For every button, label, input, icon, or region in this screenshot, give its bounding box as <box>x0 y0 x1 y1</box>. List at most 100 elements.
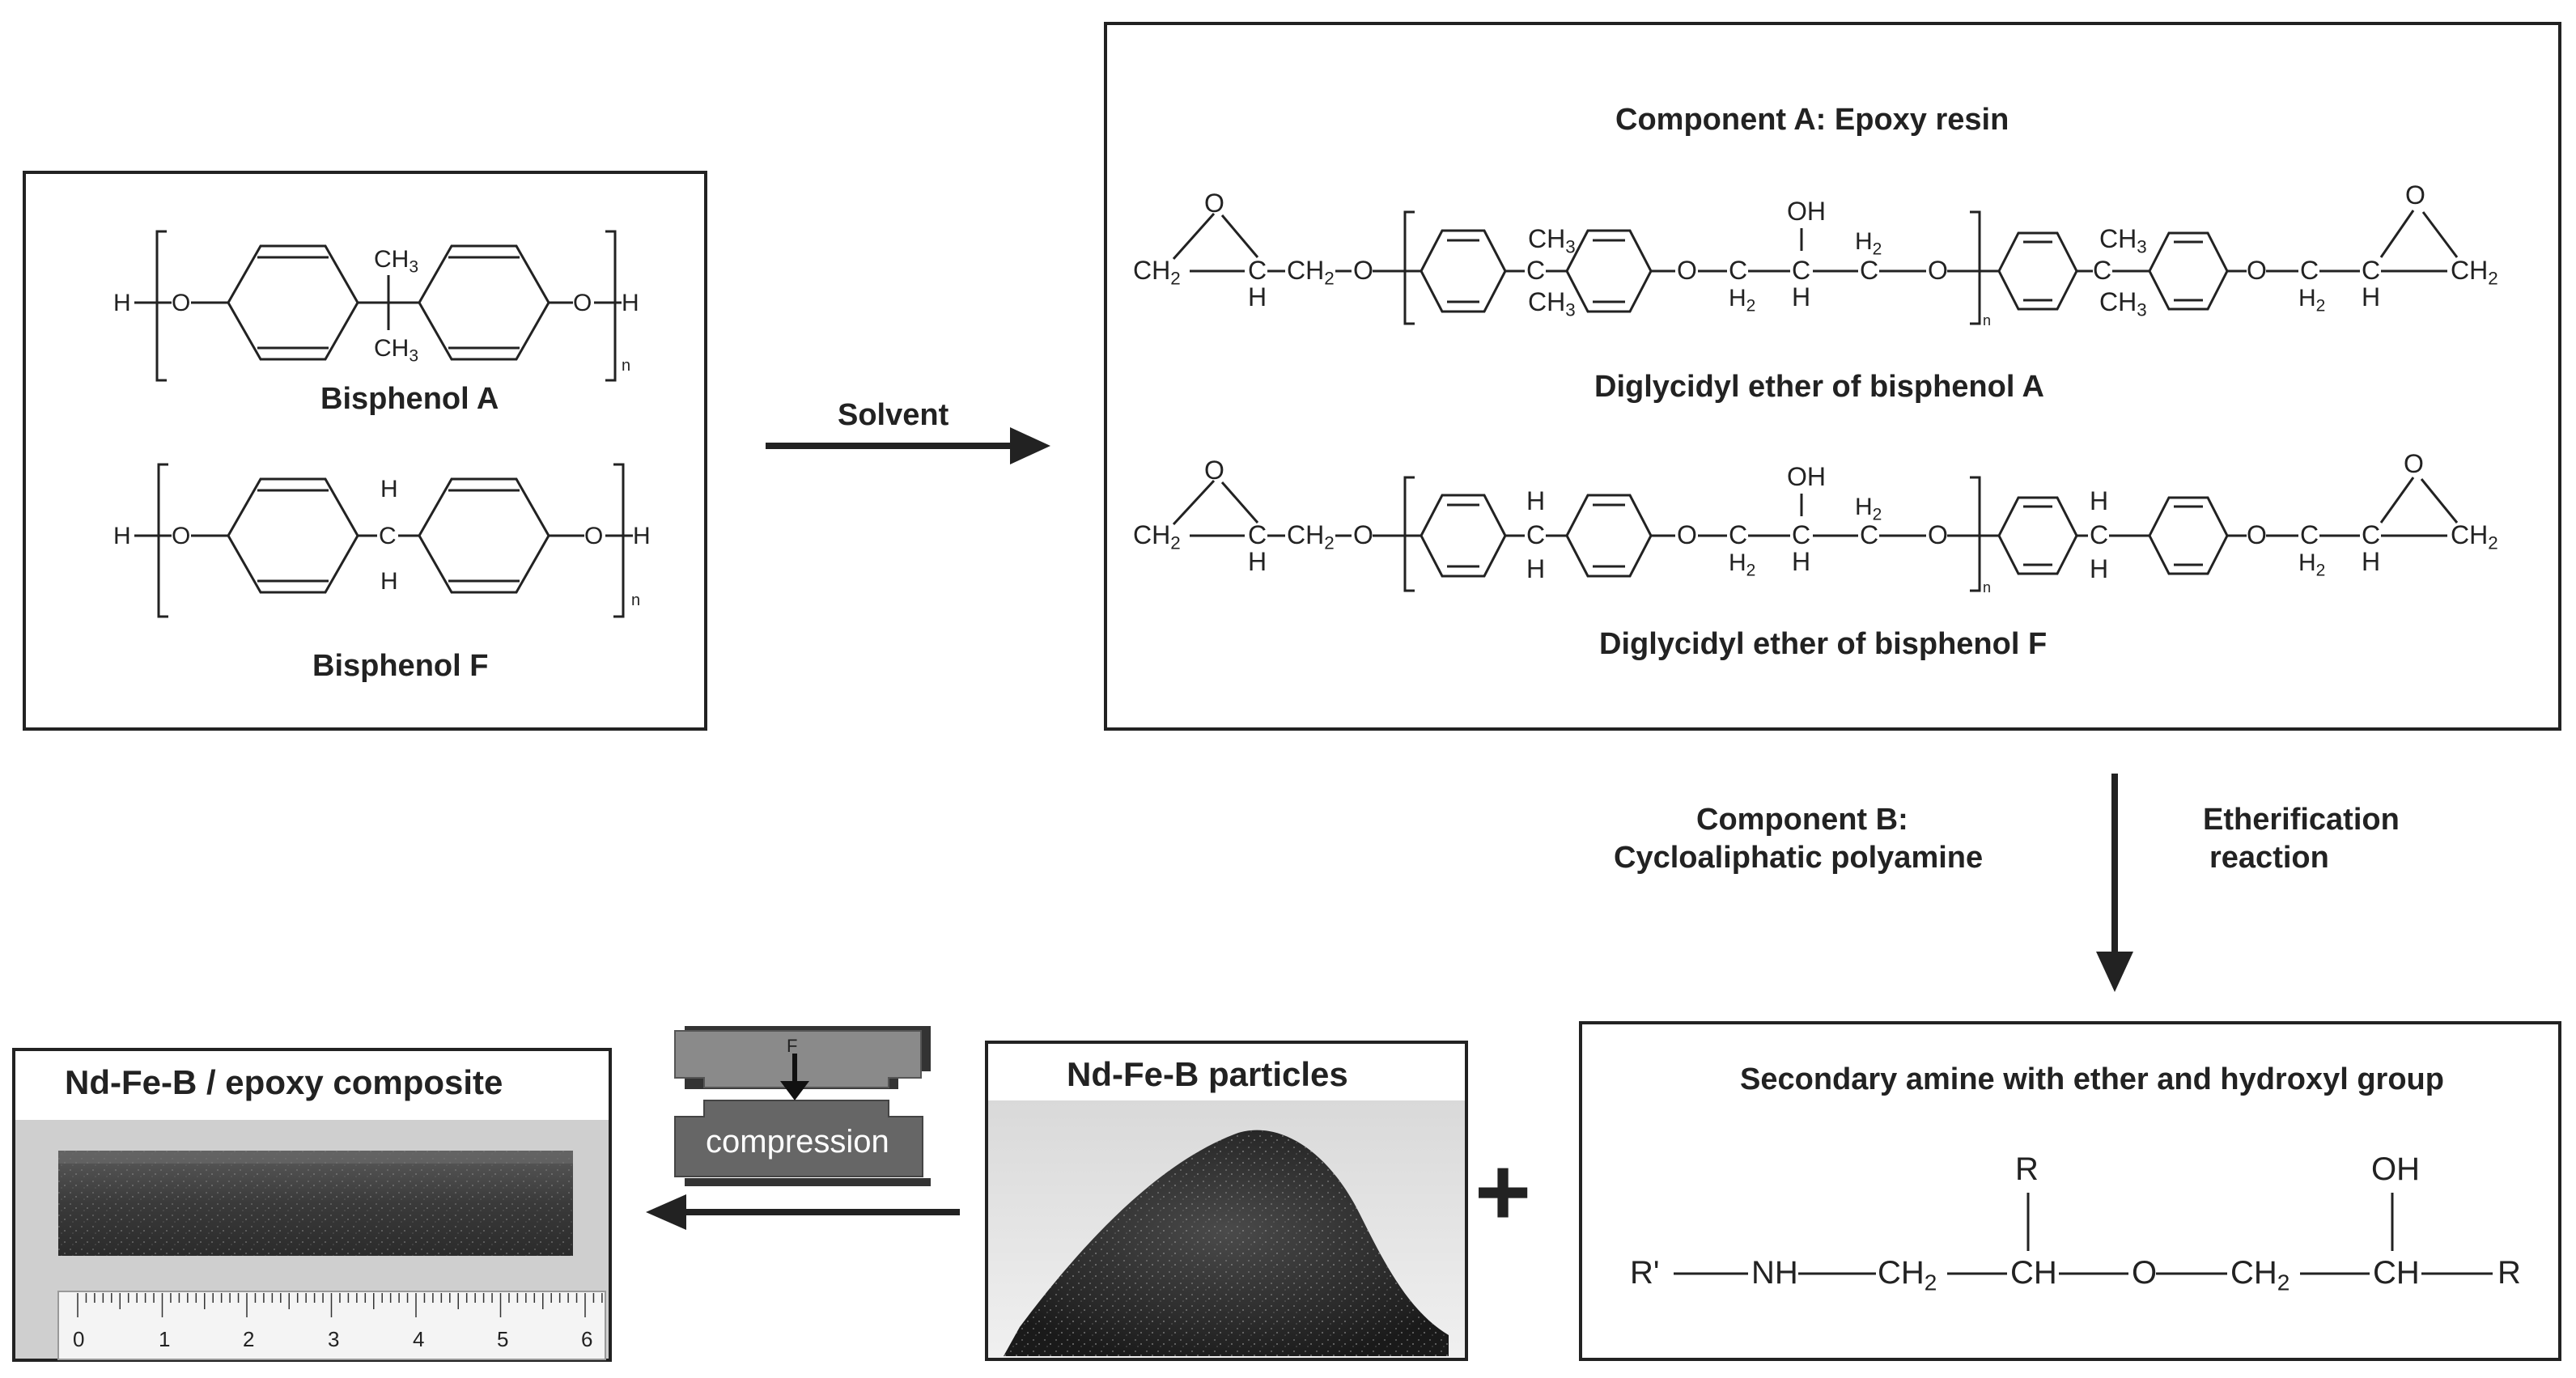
svg-text:H: H <box>622 290 639 316</box>
svg-text:5: 5 <box>497 1327 508 1351</box>
dgeba-structure: CH2 O C H CH2 O C CH3 CH3 O <box>1133 180 2498 329</box>
svg-text:Component B:: Component B: <box>1696 803 1908 837</box>
svg-text:C: C <box>2362 256 2380 285</box>
svg-text:O: O <box>172 523 190 549</box>
svg-text:H: H <box>1248 282 1267 312</box>
bisphenol-f-label: Bisphenol F <box>312 649 488 683</box>
svg-text:C: C <box>2090 520 2108 549</box>
secondary-amine-title: Secondary amine with ether and hydroxyl … <box>1740 1062 2444 1096</box>
svg-text:O: O <box>2404 449 2424 478</box>
force-label: F <box>787 1036 797 1056</box>
svg-text:C: C <box>1860 256 1878 285</box>
svg-text:6: 6 <box>581 1327 592 1351</box>
svg-text:Cycloaliphatic polyamine: Cycloaliphatic polyamine <box>1614 841 1983 875</box>
bisphenols-box: H O CH3 CH3 O H n Bisphenol A H <box>23 171 707 731</box>
svg-text:H: H <box>1792 547 1810 576</box>
dgebf-label: Diglycidyl ether of bisphenol F <box>1599 627 2047 661</box>
compression-press-icon: F compression <box>674 1026 931 1186</box>
secondary-amine-box: Secondary amine with ether and hydroxyl … <box>1579 1021 2561 1361</box>
svg-text:C: C <box>2093 256 2111 285</box>
svg-text:C: C <box>1792 256 1810 285</box>
compression-label: compression <box>706 1124 889 1160</box>
svg-text:CH2: CH2 <box>2451 256 2498 289</box>
svg-text:O: O <box>1204 456 1224 485</box>
svg-text:C: C <box>1248 520 1267 549</box>
particles-title: Nd-Fe-B particles <box>1067 1055 1348 1093</box>
particles-panel: Nd-Fe-B particles <box>985 1041 1468 1361</box>
svg-text:H: H <box>1526 486 1545 515</box>
svg-text:n: n <box>1983 312 1991 329</box>
solvent-arrow: Solvent <box>766 398 1050 464</box>
svg-text:H2: H2 <box>1855 494 1882 524</box>
svg-text:O: O <box>1353 256 1373 285</box>
svg-text:O: O <box>172 290 190 316</box>
svg-text:O: O <box>2247 520 2267 549</box>
svg-text:C: C <box>1729 256 1747 285</box>
svg-text:OH: OH <box>1787 197 1826 226</box>
svg-text:O: O <box>1928 256 1948 285</box>
svg-text:H: H <box>2362 547 2380 576</box>
dgeba-label: Diglycidyl ether of bisphenol A <box>1594 370 2044 404</box>
svg-text:C: C <box>2362 520 2380 549</box>
svg-text:H: H <box>113 523 131 549</box>
svg-text:CH2: CH2 <box>2230 1255 2290 1295</box>
svg-text:2: 2 <box>243 1327 254 1351</box>
component-a-title: Component A: Epoxy resin <box>1615 103 2009 137</box>
svg-text:O: O <box>584 523 603 549</box>
svg-text:4: 4 <box>413 1327 424 1351</box>
svg-text:O: O <box>573 290 592 316</box>
svg-text:CH: CH <box>2010 1255 2057 1291</box>
svg-text:reaction: reaction <box>2209 841 2329 875</box>
svg-text:1: 1 <box>159 1327 170 1351</box>
solvent-label: Solvent <box>838 398 949 432</box>
svg-text:O: O <box>1204 189 1224 218</box>
svg-text:CH2: CH2 <box>1878 1255 1937 1295</box>
svg-text:n: n <box>1983 579 1991 596</box>
composite-title: Nd-Fe-B / epoxy composite <box>65 1063 503 1101</box>
svg-text:R: R <box>2015 1151 2039 1187</box>
svg-text:C: C <box>1526 256 1545 285</box>
compression-arrow <box>646 1194 960 1230</box>
svg-text:0: 0 <box>73 1327 84 1351</box>
svg-text:C: C <box>1860 520 1878 549</box>
svg-text:H: H <box>2362 282 2380 312</box>
svg-text:n: n <box>622 357 630 375</box>
svg-text:O: O <box>2405 180 2425 210</box>
svg-text:C: C <box>1729 520 1747 549</box>
svg-text:H: H <box>380 476 398 502</box>
svg-text:O: O <box>1677 256 1697 285</box>
svg-text:C: C <box>1792 520 1810 549</box>
svg-text:R: R <box>2497 1255 2521 1291</box>
composite-panel: Nd-Fe-B / epoxy composite 0 1 2 3 4 5 6 <box>12 1048 612 1362</box>
svg-text:CH: CH <box>2373 1255 2420 1291</box>
component-b-label: Component B: Cycloaliphatic polyamine <box>1614 803 1983 875</box>
bisphenol-f-structure: H O C H H O H n <box>113 463 651 618</box>
bisphenol-a-label: Bisphenol A <box>320 382 499 416</box>
etherification-label: Etherification reaction <box>2203 803 2400 875</box>
svg-text:C: C <box>379 523 397 549</box>
svg-text:CH2: CH2 <box>1133 256 1181 289</box>
plus-sign: + <box>1475 1138 1531 1246</box>
svg-text:H: H <box>113 290 131 316</box>
svg-text:O: O <box>1677 520 1697 549</box>
ruler: 0 1 2 3 4 5 6 <box>57 1291 606 1360</box>
svg-text:H: H <box>633 523 651 549</box>
svg-text:C: C <box>1526 520 1545 549</box>
svg-text:C: C <box>1248 256 1267 285</box>
secondary-amine-structure: R' NH CH2 CH R O CH2 CH OH R <box>1630 1151 2521 1295</box>
svg-text:O: O <box>2247 256 2267 285</box>
svg-text:CH2: CH2 <box>1133 520 1181 553</box>
svg-text:R': R' <box>1630 1255 1660 1291</box>
svg-text:H: H <box>1248 547 1267 576</box>
svg-text:O: O <box>1928 520 1948 549</box>
svg-text:n: n <box>631 591 640 609</box>
svg-text:H: H <box>1792 282 1810 312</box>
svg-text:O: O <box>1353 520 1373 549</box>
svg-text:H: H <box>2090 486 2108 515</box>
svg-text:H: H <box>380 568 398 595</box>
etherification-arrow <box>2096 774 2133 992</box>
svg-text:NH: NH <box>1751 1255 1798 1291</box>
svg-text:Etherification: Etherification <box>2203 803 2400 837</box>
svg-text:OH: OH <box>1787 462 1826 491</box>
